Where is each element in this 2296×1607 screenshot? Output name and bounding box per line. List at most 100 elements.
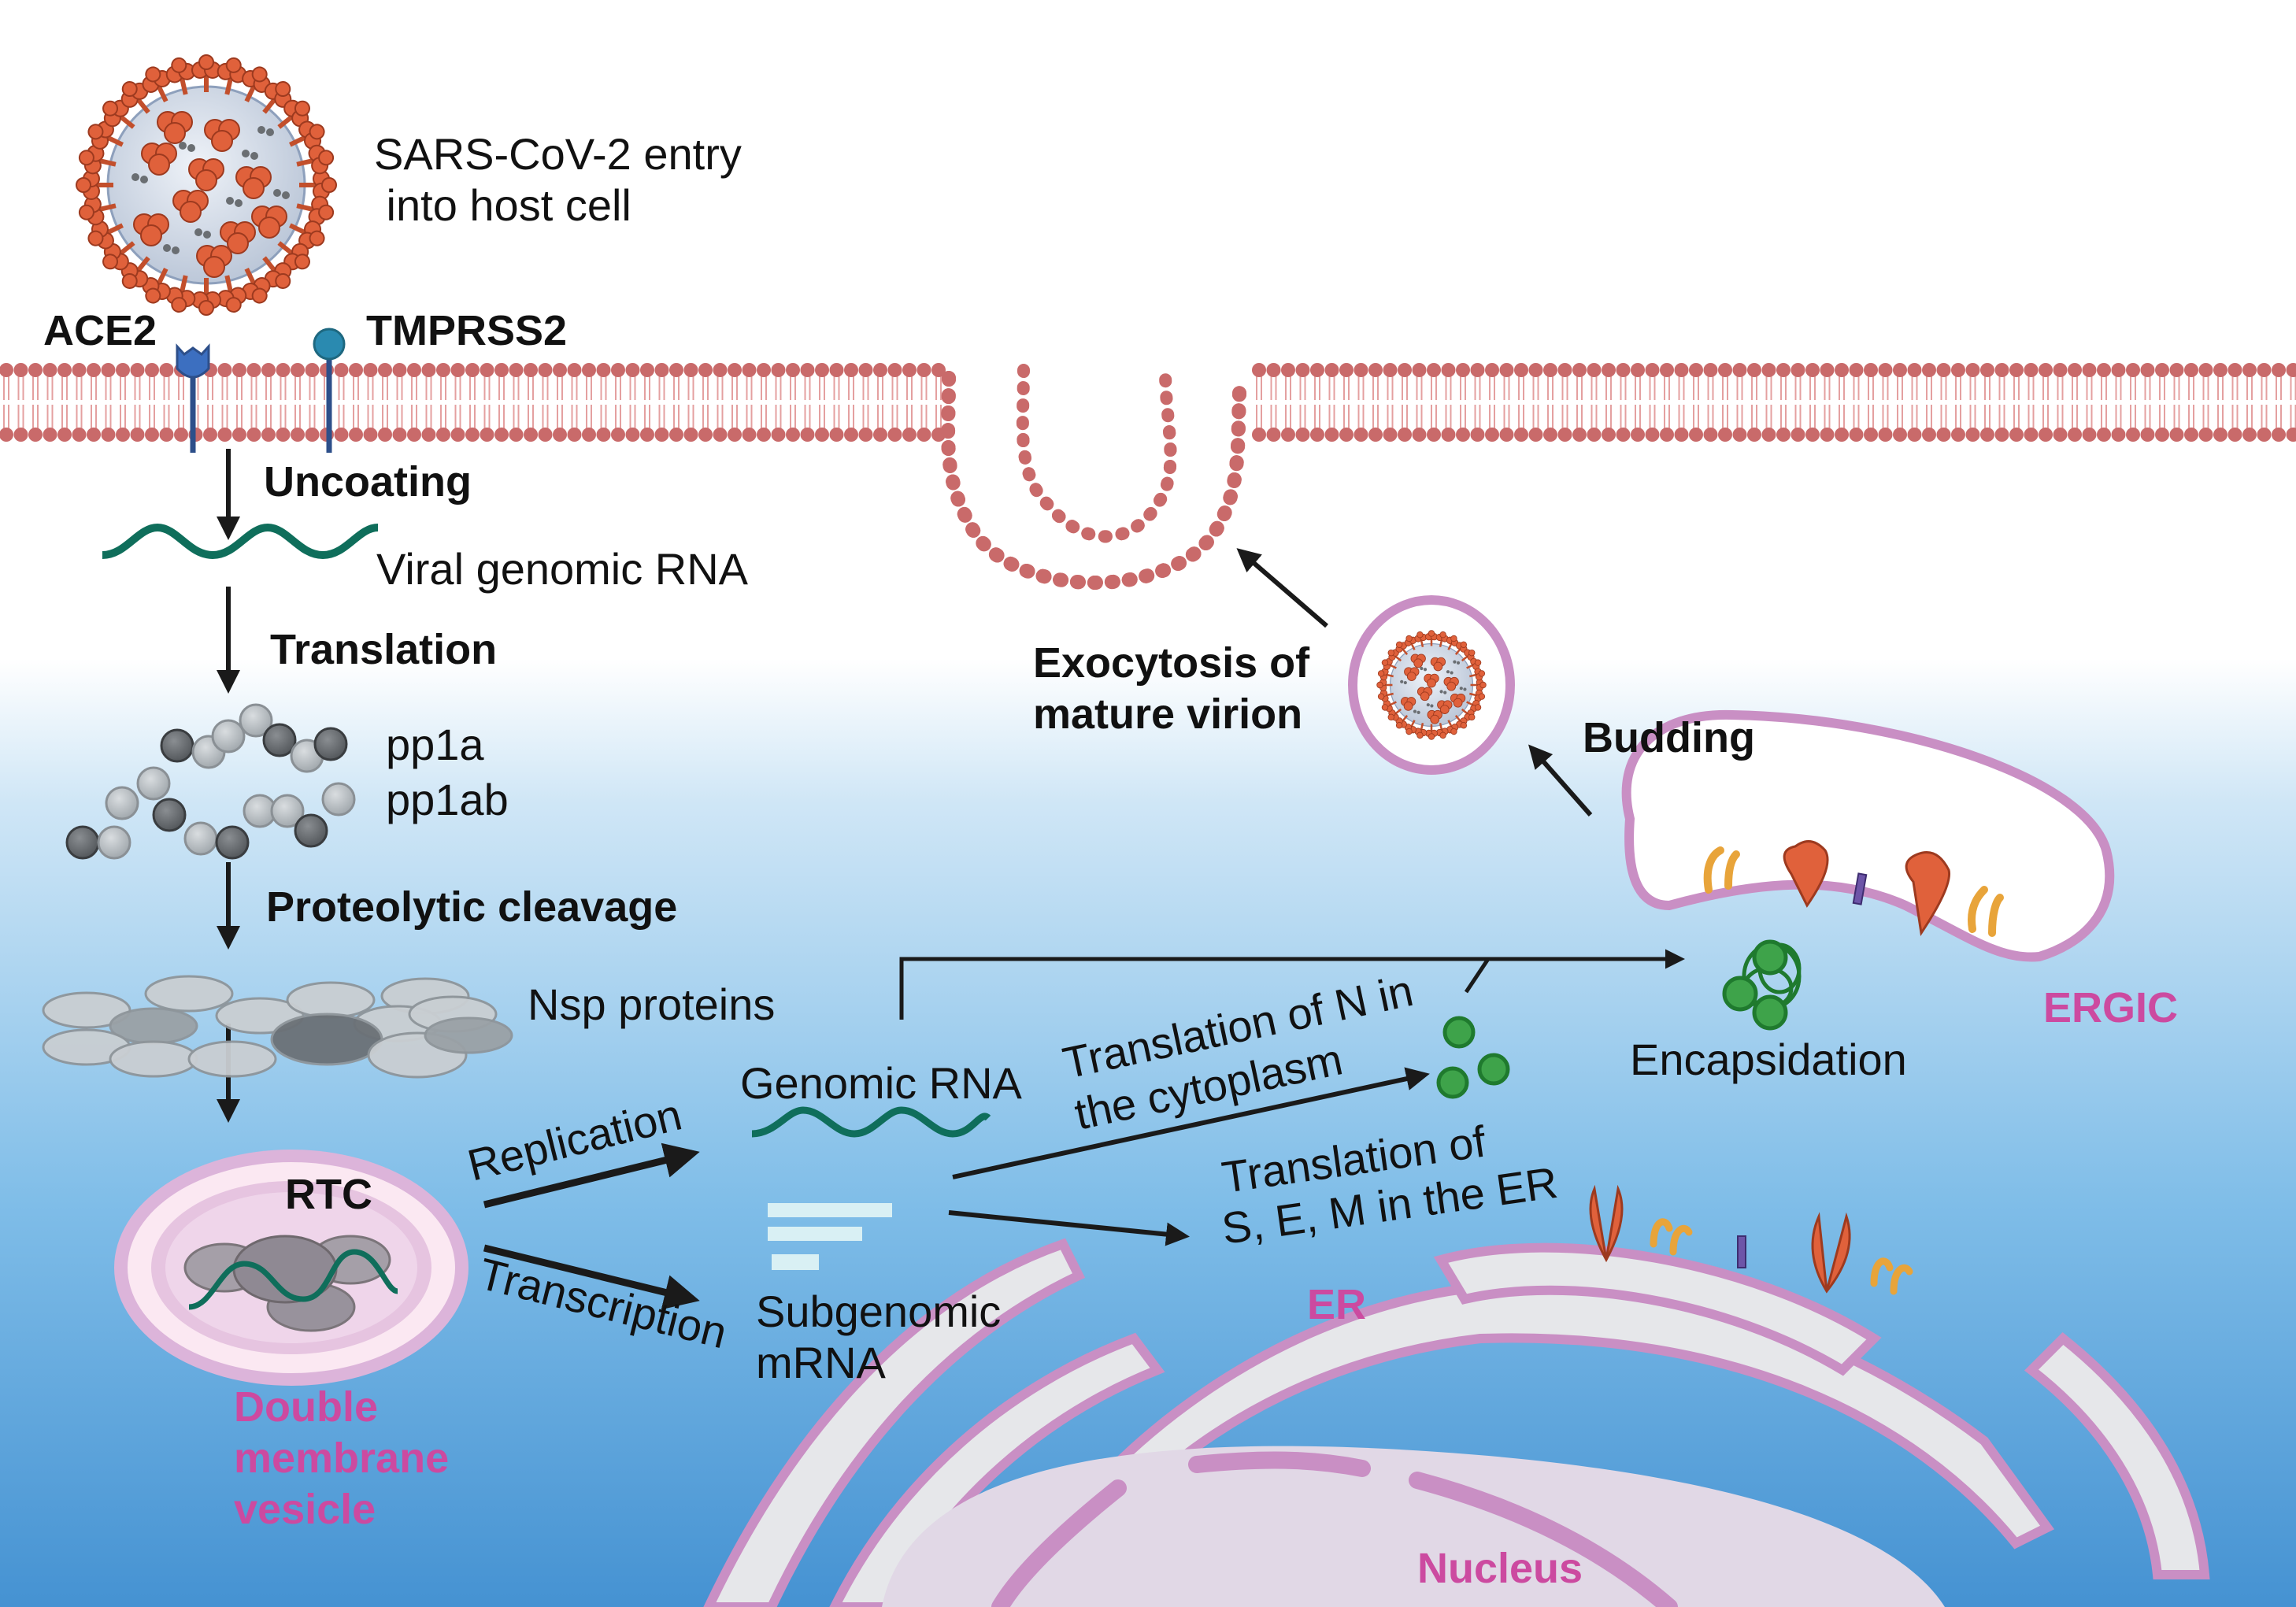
lipid-head — [1354, 428, 1368, 442]
spike-protein-icon — [165, 57, 196, 95]
er-label: ER — [1307, 1281, 1366, 1328]
lipid-head — [553, 363, 567, 377]
lipid-head — [1732, 428, 1747, 442]
lipid-head — [683, 428, 698, 442]
lipid-head — [1965, 363, 1980, 377]
mature-virion-vesicle — [1348, 595, 1515, 775]
lipid-head — [713, 428, 728, 442]
lipid-head — [1951, 363, 1965, 377]
rtc-output-arrows — [483, 1142, 700, 1310]
spike-protein-icon — [87, 120, 124, 150]
entry-label-line2: into host cell — [374, 180, 631, 230]
lipid-head — [611, 363, 625, 377]
lipid-head — [1368, 363, 1383, 377]
lipid-head — [1747, 363, 1761, 377]
membrane-protein-dot — [179, 142, 187, 150]
lipid-head — [1936, 363, 1951, 377]
lipid-head — [509, 363, 524, 377]
lipid-head — [1485, 428, 1499, 442]
lipid-head — [625, 363, 640, 377]
genomic-rna-to-encapsidation-arrow — [899, 949, 1685, 1020]
lipid-head — [713, 363, 728, 377]
amino-acid-bead — [183, 821, 218, 856]
amino-acid-bead — [313, 727, 348, 761]
lipid-head — [567, 363, 582, 377]
lipid-head — [917, 428, 931, 442]
lipid-head — [1427, 363, 1441, 377]
lipid-head — [2242, 428, 2257, 442]
lipid-head — [1456, 428, 1470, 442]
lipid-head — [1907, 428, 1922, 442]
lipid-head — [1499, 363, 1514, 377]
lipid-head — [728, 428, 742, 442]
lipid-head — [2082, 428, 2097, 442]
lipid-head — [407, 428, 421, 442]
spike-protein-icon — [78, 195, 117, 226]
lipid-head — [1470, 363, 1485, 377]
lipid-head — [305, 363, 320, 377]
membrane-protein-dot — [257, 126, 265, 134]
lipid-head — [1761, 363, 1776, 377]
spike-protein-icon — [1404, 635, 1417, 650]
lipid-head — [1383, 428, 1398, 442]
nucleus-label: Nucleus — [1417, 1545, 1583, 1592]
spike-protein-icon — [1470, 679, 1487, 691]
lipid-head — [1383, 363, 1398, 377]
lipid-head — [378, 363, 392, 377]
surface-spike-icon — [220, 221, 256, 254]
lipid-head — [1907, 363, 1922, 377]
lipid-head — [1674, 428, 1689, 442]
lipid-head — [392, 363, 407, 377]
lipid-head — [1441, 428, 1456, 442]
lipid-head — [145, 428, 159, 442]
membrane-protein-dot — [1446, 670, 1450, 674]
lipid-head — [669, 428, 683, 442]
surface-spike-icon — [188, 158, 224, 191]
lipid-head — [1514, 363, 1528, 377]
surface-spike-icon — [1400, 697, 1416, 711]
lipid-head — [2286, 363, 2296, 377]
spike-protein-icon — [277, 99, 310, 129]
subgenomic-mrna-icon — [768, 1203, 892, 1270]
lipid-head — [698, 363, 713, 377]
membrane-protein-dot — [194, 228, 202, 236]
membrane-protein-dot — [235, 199, 243, 207]
lipid-head — [829, 428, 844, 442]
spike-protein-icon — [102, 99, 135, 129]
pp1ab-label: pp1ab — [386, 775, 509, 824]
surface-spike-icon — [141, 143, 177, 176]
lipid-head — [291, 428, 305, 442]
membrane-protein-dot — [1450, 671, 1454, 675]
lipid-head — [1689, 428, 1703, 442]
lipid-head — [436, 363, 450, 377]
spike-protein-icon — [296, 195, 335, 226]
budding-arrows — [1236, 548, 1593, 816]
lipid-head — [0, 428, 13, 442]
lipid-head — [363, 428, 378, 442]
rtc-label: RTC — [285, 1171, 372, 1218]
spike-protein-icon — [1425, 724, 1438, 740]
lipid-head — [1587, 363, 1602, 377]
spike-protein-icon — [76, 170, 113, 201]
lipid-head — [1878, 363, 1893, 377]
membrane-protein-dot — [1459, 687, 1463, 691]
lipid-head — [1354, 363, 1368, 377]
lipid-head — [392, 428, 407, 442]
membrane-protein-dot — [140, 176, 148, 183]
lipid-head — [771, 428, 786, 442]
spike-protein-icon — [217, 275, 247, 313]
lipid-head — [2111, 428, 2126, 442]
lipid-head — [1689, 363, 1703, 377]
lipid-head — [2009, 428, 2024, 442]
mature-virion-icon — [1376, 630, 1487, 740]
lipid-head — [1864, 363, 1878, 377]
lipid-head — [1528, 363, 1543, 377]
lipid-head — [1324, 363, 1339, 377]
surface-spike-icon — [1443, 676, 1459, 691]
lipid-head — [2126, 428, 2140, 442]
lipid-head — [2024, 428, 2039, 442]
lipid-head — [2053, 428, 2068, 442]
amino-acid-bead — [321, 782, 356, 816]
lipid-head — [43, 363, 57, 377]
